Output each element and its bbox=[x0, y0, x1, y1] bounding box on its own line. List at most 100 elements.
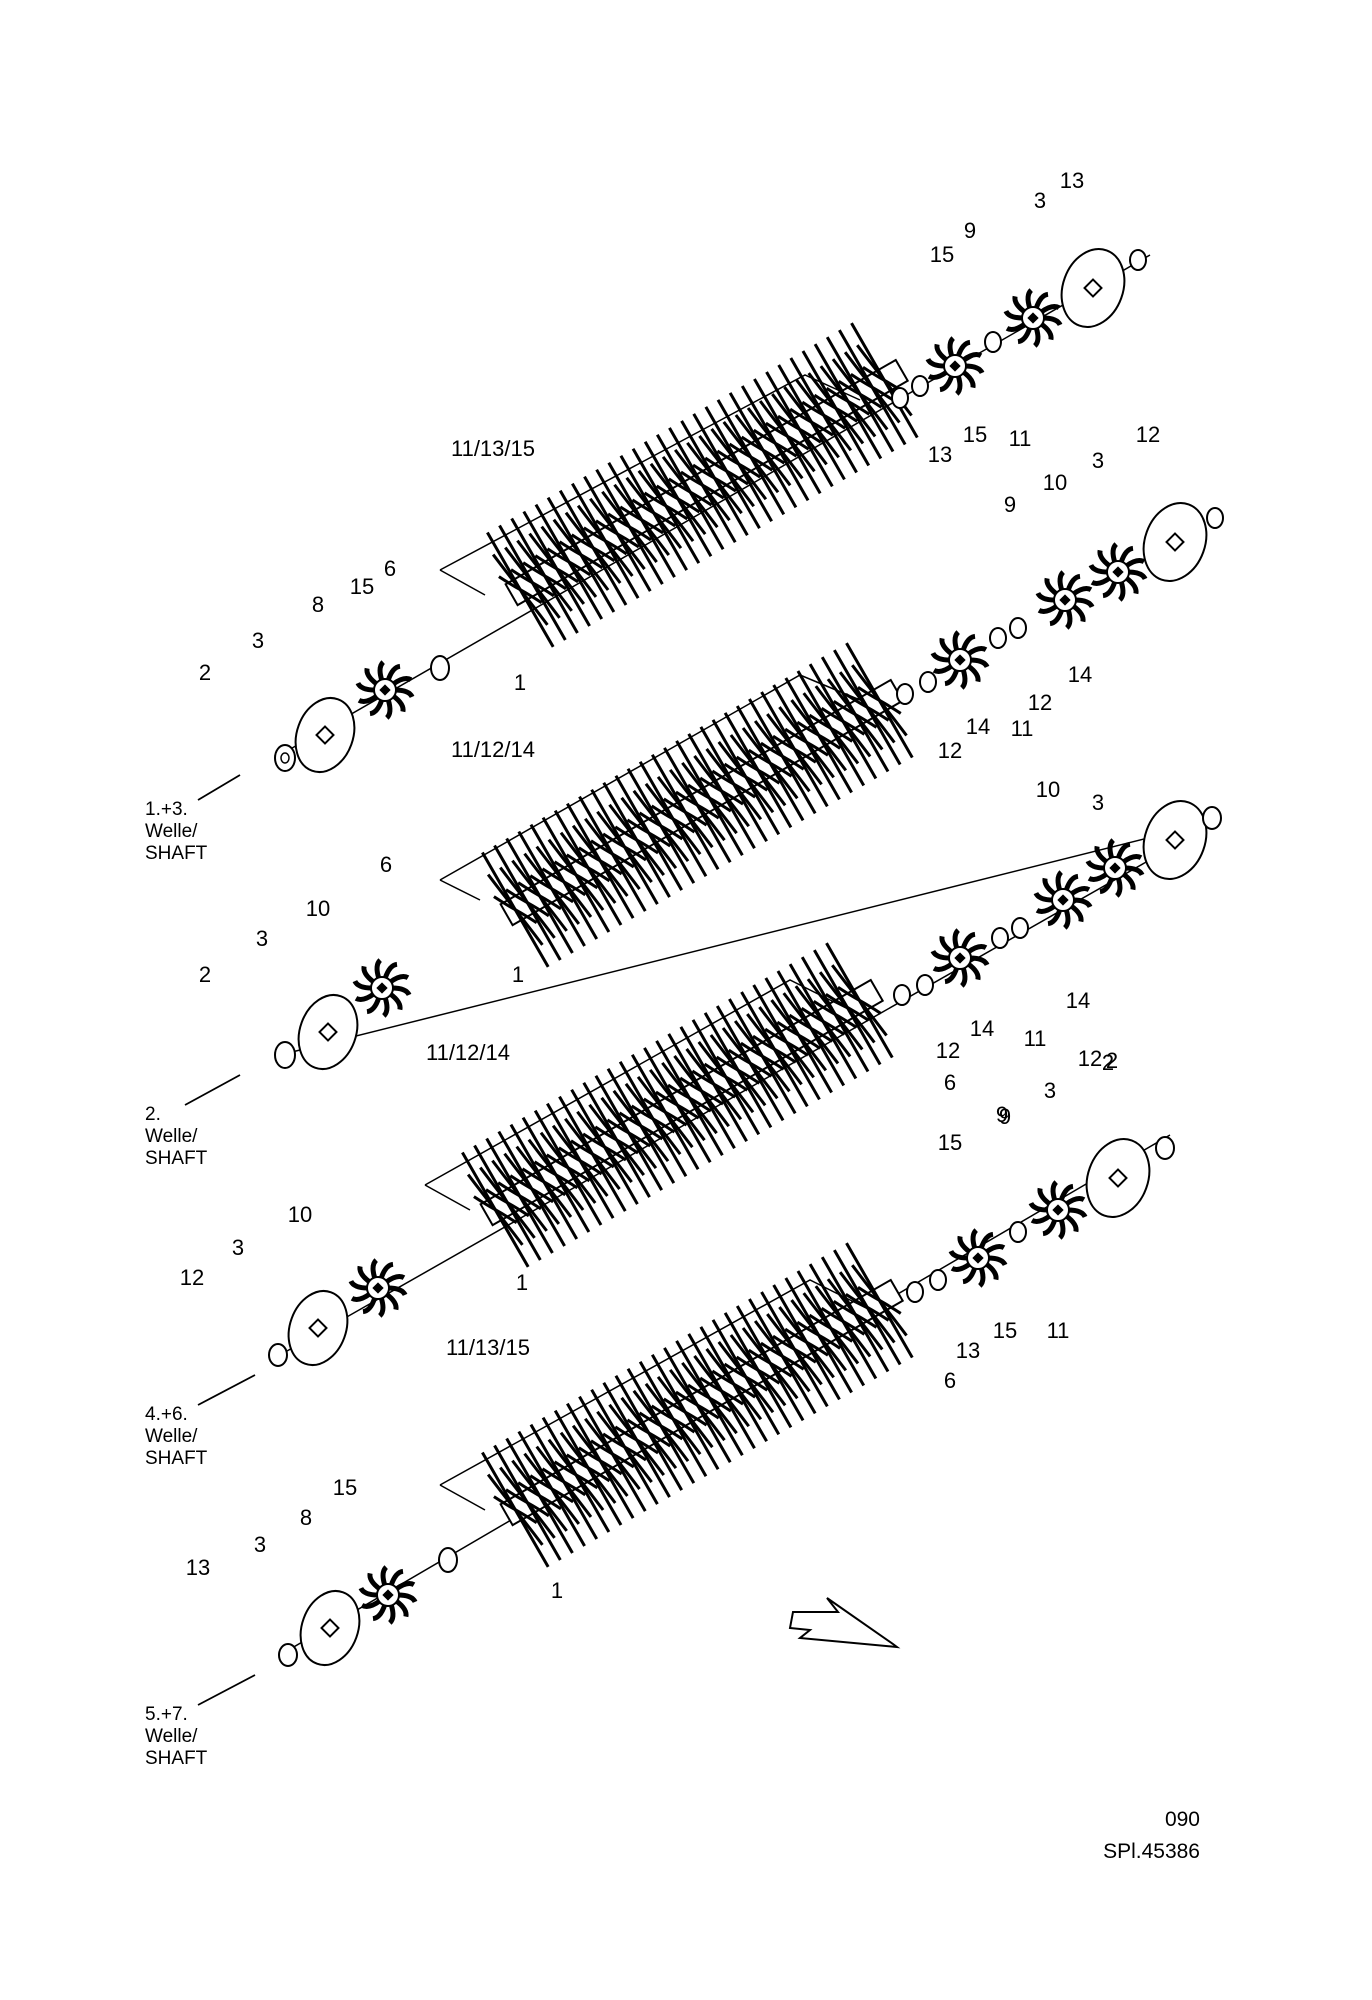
star-spike bbox=[350, 1291, 372, 1302]
star-spike bbox=[944, 668, 960, 687]
bristle-tuft bbox=[663, 1347, 732, 1463]
part-callout: 2 bbox=[1106, 1048, 1118, 1073]
part-callout: 12 bbox=[938, 738, 962, 763]
star-spike bbox=[984, 1244, 1006, 1255]
part-callout: 15 bbox=[930, 242, 954, 267]
star-spike bbox=[960, 633, 976, 652]
star-spike bbox=[1071, 603, 1086, 623]
bristle-tuft bbox=[626, 768, 696, 884]
bristle-tuft bbox=[784, 1277, 853, 1394]
part-callout: 2 bbox=[199, 962, 211, 987]
star-spike bbox=[952, 630, 961, 652]
star-spike bbox=[1121, 871, 1136, 891]
part-callout: 1 bbox=[512, 962, 524, 987]
star-spike bbox=[1035, 591, 1056, 603]
star-spike bbox=[1085, 859, 1106, 871]
brush-roller bbox=[461, 942, 894, 1268]
star-spike bbox=[1071, 586, 1093, 597]
end-disc-right bbox=[1142, 800, 1208, 880]
star-spike bbox=[1121, 854, 1143, 865]
bristle-tuft bbox=[728, 392, 798, 509]
star-spike bbox=[1064, 608, 1073, 630]
star-spike bbox=[1028, 1201, 1049, 1213]
star-spike bbox=[391, 985, 412, 997]
direction-arrow-icon bbox=[788, 1597, 901, 1649]
bristle-tuft bbox=[498, 524, 567, 641]
star-spike bbox=[388, 1568, 404, 1587]
washer-right bbox=[896, 683, 914, 705]
star-spike bbox=[1049, 608, 1065, 627]
bristle-tuft bbox=[566, 1402, 635, 1519]
bristle-tuft bbox=[618, 1061, 688, 1177]
part-callout: 9 bbox=[996, 1102, 1008, 1127]
part-callout: 11 bbox=[1047, 1318, 1070, 1343]
bristle-tuft bbox=[760, 1291, 829, 1408]
star-spike bbox=[1090, 575, 1112, 586]
nut-left bbox=[274, 1041, 296, 1069]
star-spike bbox=[377, 1296, 386, 1318]
shaft-label-leaders bbox=[184, 774, 256, 1706]
bristle-tuft bbox=[692, 413, 761, 530]
star-spike bbox=[987, 1255, 1008, 1267]
star-spike bbox=[1042, 1218, 1058, 1237]
star-spike bbox=[1050, 1180, 1059, 1202]
part-callout: 11 bbox=[1009, 426, 1032, 451]
bristle-tuft bbox=[493, 1444, 562, 1561]
star-wheel-right-1 bbox=[948, 1228, 1008, 1288]
star-spike bbox=[1035, 903, 1057, 914]
bristle-tuft bbox=[631, 448, 701, 564]
star-spike bbox=[944, 966, 960, 985]
bristle-tuft bbox=[675, 1340, 744, 1457]
bristle-tuft bbox=[529, 1423, 599, 1540]
bristle-tuft bbox=[485, 1137, 554, 1254]
part-callout: 3 bbox=[1034, 188, 1046, 213]
star-spike bbox=[1030, 1213, 1052, 1224]
bristle-tuft bbox=[481, 1451, 550, 1568]
star-spike bbox=[1047, 908, 1063, 927]
star-spike bbox=[372, 1603, 388, 1622]
bristle-tuft bbox=[578, 795, 647, 912]
star-spike bbox=[961, 369, 976, 389]
bristle-tuft bbox=[578, 1395, 647, 1512]
bristle-tuft bbox=[656, 434, 725, 550]
star-spike bbox=[384, 1291, 399, 1311]
brush-part-label: 11/13/15 bbox=[451, 436, 535, 461]
bristle-tuft bbox=[813, 343, 883, 460]
bristle-tuft bbox=[510, 517, 579, 634]
drawing-number: SPl.45386 bbox=[1103, 1840, 1200, 1863]
star-spike bbox=[962, 1266, 978, 1285]
star-spike bbox=[1012, 295, 1027, 315]
star-spike bbox=[1037, 1187, 1052, 1207]
bristle-tuft bbox=[546, 496, 616, 613]
star-spike bbox=[930, 949, 951, 961]
bristle-tuft bbox=[631, 1054, 700, 1170]
end-disc-right bbox=[1085, 1138, 1151, 1218]
star-spike bbox=[1057, 570, 1066, 592]
part-callout: 6 bbox=[380, 852, 392, 877]
star-spike bbox=[948, 1249, 969, 1261]
bristle-tuft bbox=[558, 1095, 627, 1212]
bristle-tuft bbox=[789, 357, 858, 474]
washer-right-2 bbox=[916, 974, 934, 996]
star-spike bbox=[1102, 580, 1118, 599]
star-spike bbox=[366, 996, 382, 1015]
star-spike bbox=[984, 1261, 999, 1281]
bristle-tuft bbox=[558, 489, 628, 606]
star-spike bbox=[939, 637, 954, 657]
brush-roller bbox=[481, 642, 914, 968]
star-wheel-right-1 bbox=[930, 928, 990, 988]
part-callout: 8 bbox=[300, 1505, 312, 1530]
bristle-tuft bbox=[607, 461, 676, 578]
part-callout: 12 bbox=[936, 1038, 960, 1063]
bristle-tuft bbox=[808, 663, 878, 780]
shaft-assembly-1 bbox=[274, 248, 1151, 773]
bristle-tuft bbox=[461, 1151, 530, 1268]
washer-right-3 bbox=[991, 927, 1009, 949]
brush-part-label: 11/13/15 bbox=[446, 1335, 530, 1360]
part-callout: 14 bbox=[970, 1016, 994, 1041]
star-spike bbox=[374, 958, 383, 980]
star-spike bbox=[1042, 315, 1063, 327]
part-callout: 15 bbox=[350, 574, 374, 599]
part-callout: 3 bbox=[256, 926, 268, 951]
part-callout: 3 bbox=[252, 628, 264, 653]
